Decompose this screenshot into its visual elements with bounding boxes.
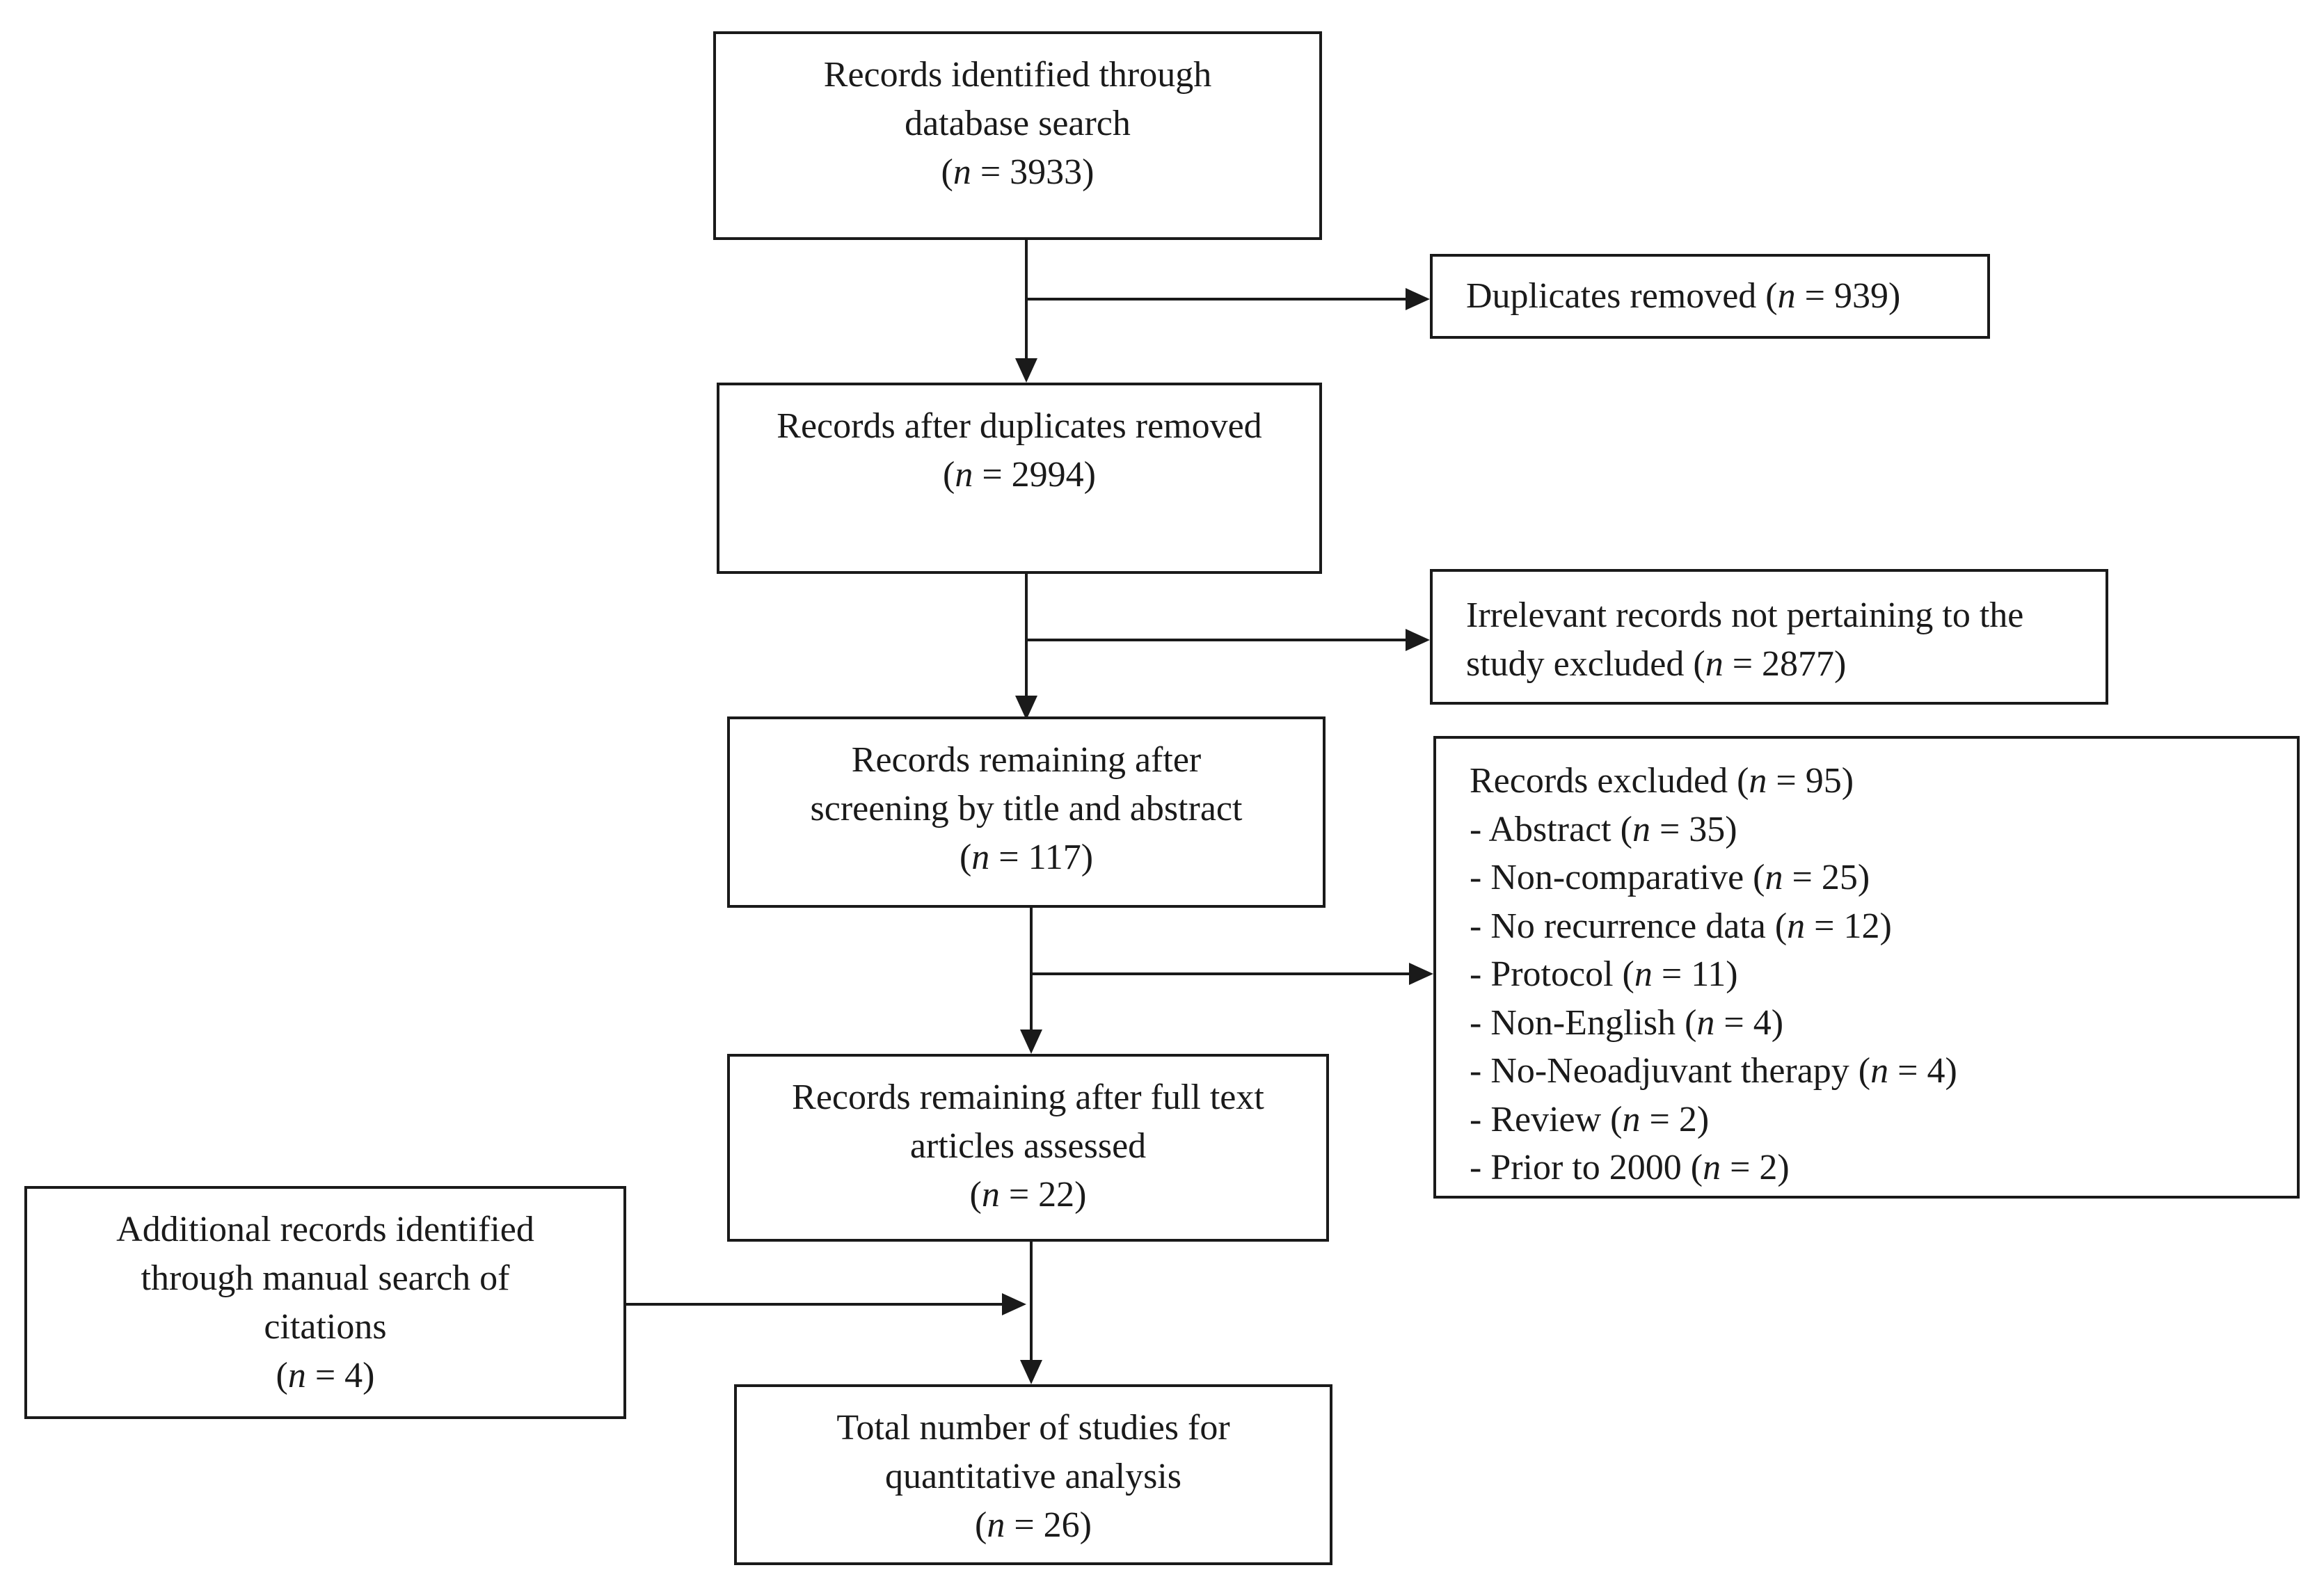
box-text-line: Records identified through bbox=[823, 55, 1212, 95]
excluded-item: - No recurrence data (n = 12) bbox=[1470, 906, 1892, 946]
box-text-line: quantitative analysis bbox=[884, 1457, 1181, 1496]
box-count: (n = 3933) bbox=[941, 152, 1095, 192]
box-records-after-fulltext: Records remaining after full text articl… bbox=[727, 1054, 1329, 1242]
box-count: (n = 117) bbox=[959, 838, 1094, 877]
box-text-line: Records remaining after bbox=[851, 740, 1202, 780]
box-text-line: citations bbox=[264, 1307, 387, 1347]
arrowhead-down bbox=[1020, 1030, 1042, 1054]
box-count: (n = 22) bbox=[969, 1175, 1087, 1215]
excluded-item: - Review (n = 2) bbox=[1470, 1099, 1710, 1139]
arrowhead-down bbox=[1015, 358, 1037, 383]
box-records-after-duplicates: Records after duplicates removed (n = 29… bbox=[717, 383, 1322, 574]
box-text-line: Additional records identified bbox=[116, 1210, 534, 1249]
box-text-line: Irrelevant records not pertaining to the bbox=[1466, 595, 2024, 635]
box-text-line: Records remaining after full text bbox=[792, 1078, 1264, 1117]
box-total-studies: Total number of studies for quantitative… bbox=[734, 1384, 1332, 1565]
arrowhead-right bbox=[1406, 288, 1430, 310]
box-text-line: through manual search of bbox=[141, 1258, 510, 1298]
excluded-item: - Abstract (n = 35) bbox=[1470, 809, 1737, 849]
box-count: (n = 2994) bbox=[943, 455, 1096, 495]
excluded-title: Records excluded (n = 95) bbox=[1470, 761, 1854, 801]
arrowhead-right bbox=[1409, 963, 1433, 985]
box-text-line: Records after duplicates removed bbox=[777, 406, 1262, 446]
excluded-item: - No-Neoadjuvant therapy (n = 4) bbox=[1470, 1051, 1957, 1091]
box-irrelevant-records: Irrelevant records not pertaining to the… bbox=[1430, 569, 2108, 705]
excluded-item: - Non-comparative (n = 25) bbox=[1470, 858, 1870, 897]
box-records-identified: Records identified through database sear… bbox=[713, 31, 1322, 240]
box-text-line: screening by title and abstract bbox=[810, 789, 1243, 828]
box-text-line: Total number of studies for bbox=[836, 1408, 1230, 1448]
box-duplicates-removed: Duplicates removed (n = 939) bbox=[1430, 254, 1990, 339]
excluded-item: - Protocol (n = 11) bbox=[1470, 954, 1738, 994]
box-count: (n = 26) bbox=[975, 1505, 1092, 1545]
arrowhead-right bbox=[1406, 629, 1430, 651]
box-records-after-screening: Records remaining after screening by tit… bbox=[727, 716, 1326, 908]
arrowhead-down bbox=[1020, 1360, 1042, 1384]
box-records-excluded: Records excluded (n = 95) - Abstract (n … bbox=[1433, 736, 2300, 1199]
box-additional-records: Additional records identified through ma… bbox=[24, 1186, 626, 1419]
excluded-item: - Prior to 2000 (n = 2) bbox=[1470, 1148, 1790, 1187]
box-count: (n = 4) bbox=[276, 1356, 375, 1395]
arrowhead-down bbox=[1015, 696, 1037, 720]
box-text-line: articles assessed bbox=[909, 1126, 1147, 1166]
arrowhead-right bbox=[1002, 1293, 1026, 1315]
box-text-line: database search bbox=[905, 104, 1131, 143]
box-text-line: Duplicates removed (n = 939) bbox=[1466, 276, 1901, 316]
excluded-item: - Non-English (n = 4) bbox=[1470, 1002, 1784, 1043]
box-text-line: study excluded (n = 2877) bbox=[1466, 644, 1847, 684]
